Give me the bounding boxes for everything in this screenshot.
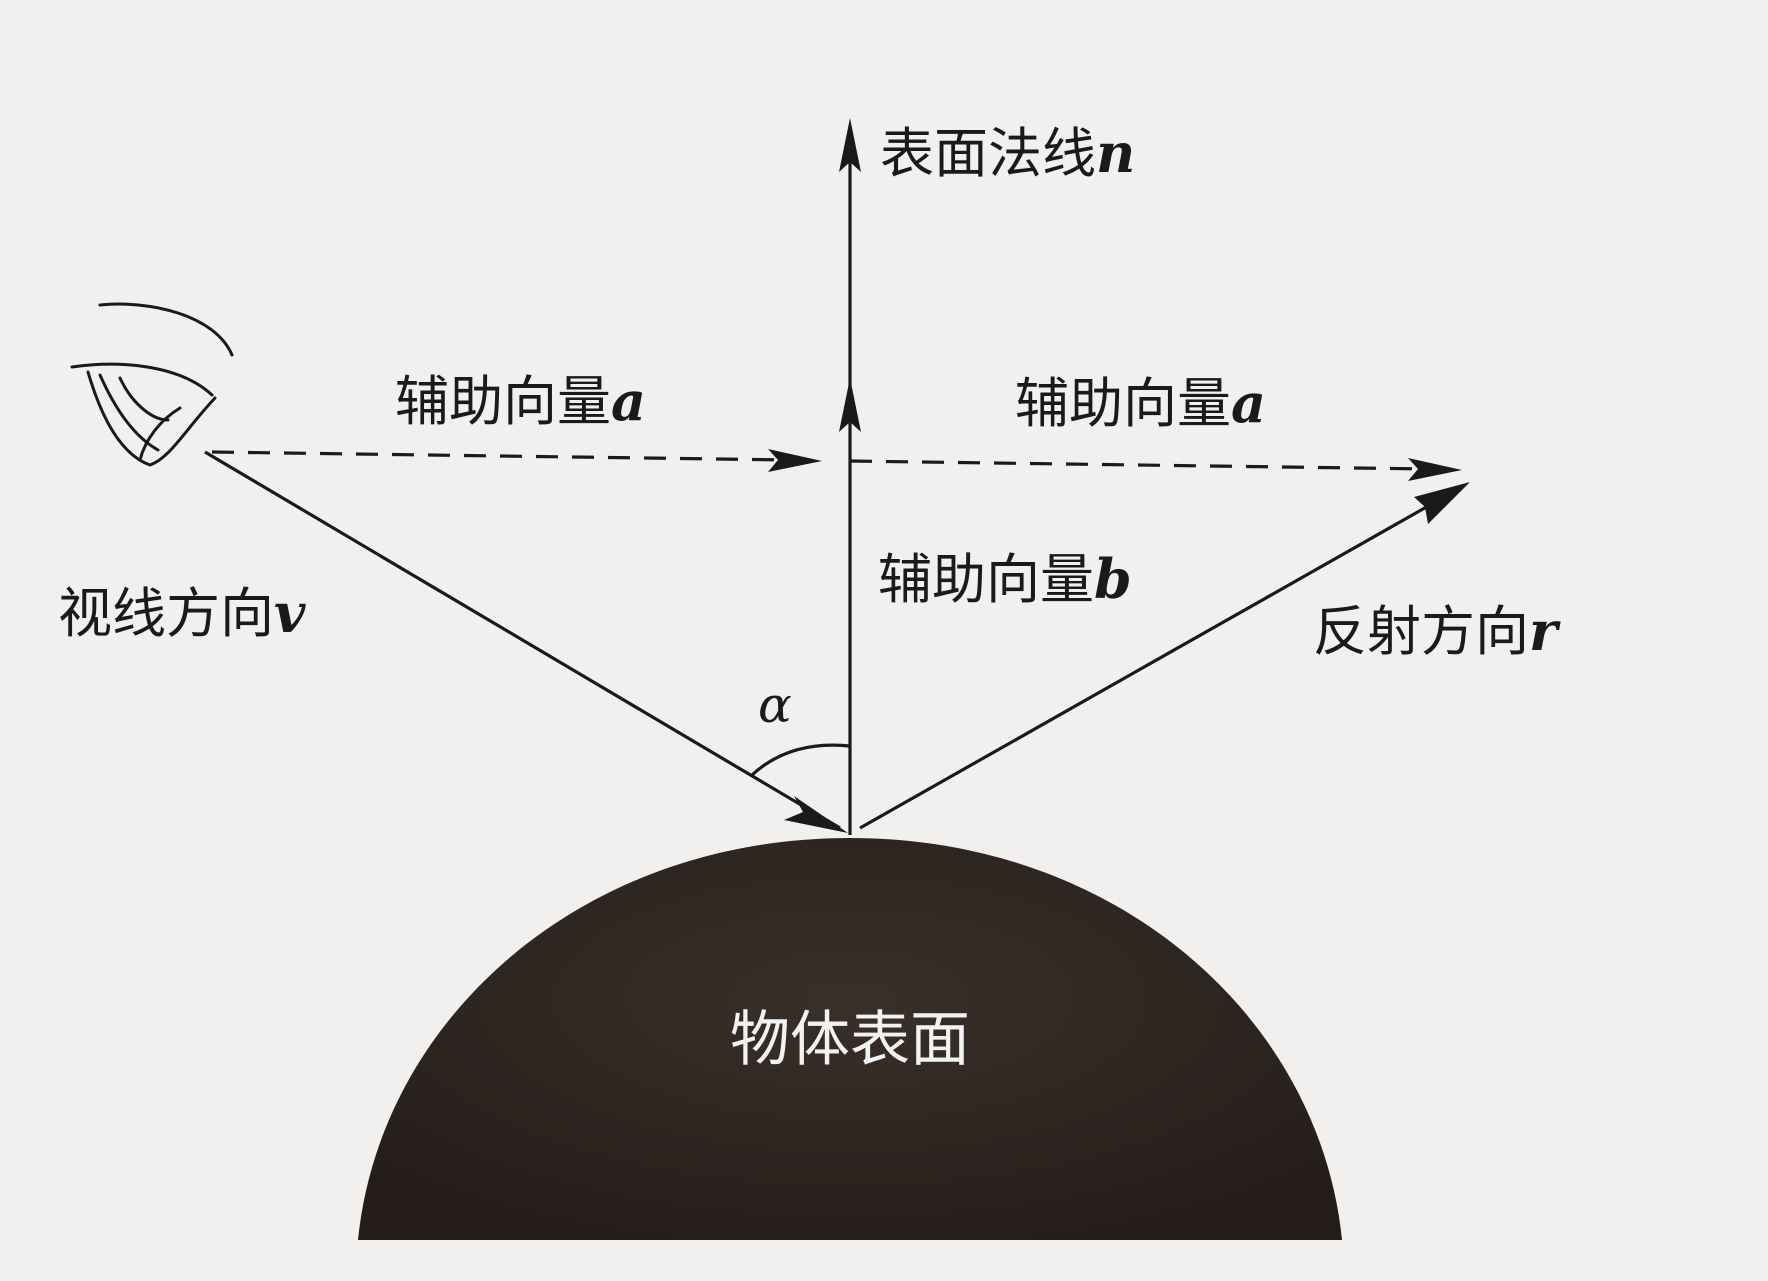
normal-label-var: n	[1096, 121, 1135, 185]
normal-label: 表面法线n	[880, 121, 1135, 185]
reflection-line	[859, 486, 1461, 830]
object-surface	[358, 838, 1342, 1240]
aux-a-right-line	[849, 459, 1429, 471]
aux-a-left-label-var: a	[611, 369, 646, 433]
view-direction-label: 视线方向v	[58, 581, 306, 645]
reflection-direction-label-var: r	[1529, 599, 1561, 663]
reflection-direction-label-text: 反射方向	[1313, 600, 1529, 663]
normal-arrowhead	[839, 118, 861, 172]
aux-a-right-label-var: a	[1231, 371, 1266, 435]
view-direction-line	[204, 450, 841, 830]
aux-b-arrowhead	[839, 378, 861, 432]
angle-alpha-label: α	[758, 676, 792, 734]
aux-a-left-arrowhead	[768, 449, 822, 472]
aux-b-label-text: 辅助向量	[878, 548, 1094, 611]
aux-a-right-label-text: 辅助向量	[1015, 372, 1231, 435]
aux-a-left-line	[211, 450, 791, 462]
surface-label: 物体表面	[730, 1005, 970, 1075]
normal-label-text: 表面法线	[880, 122, 1096, 185]
angle-arc	[750, 743, 851, 777]
aux-b-label-var: b	[1094, 547, 1132, 611]
eye-icon	[70, 302, 234, 467]
aux-b-label: 辅助向量b	[878, 547, 1132, 611]
view-direction-arrowhead	[784, 796, 848, 833]
aux-a-left-label-text: 辅助向量	[395, 370, 611, 433]
reflection-direction-label: 反射方向r	[1313, 599, 1561, 663]
aux-a-left-label: 辅助向量a	[395, 369, 646, 433]
aux-a-right-label: 辅助向量a	[1015, 371, 1266, 435]
reflection-arrowhead	[1414, 482, 1470, 524]
view-direction-label-var: v	[274, 581, 306, 645]
view-direction-label-text: 视线方向	[58, 582, 274, 645]
aux-a-right-arrowhead	[1408, 458, 1462, 481]
